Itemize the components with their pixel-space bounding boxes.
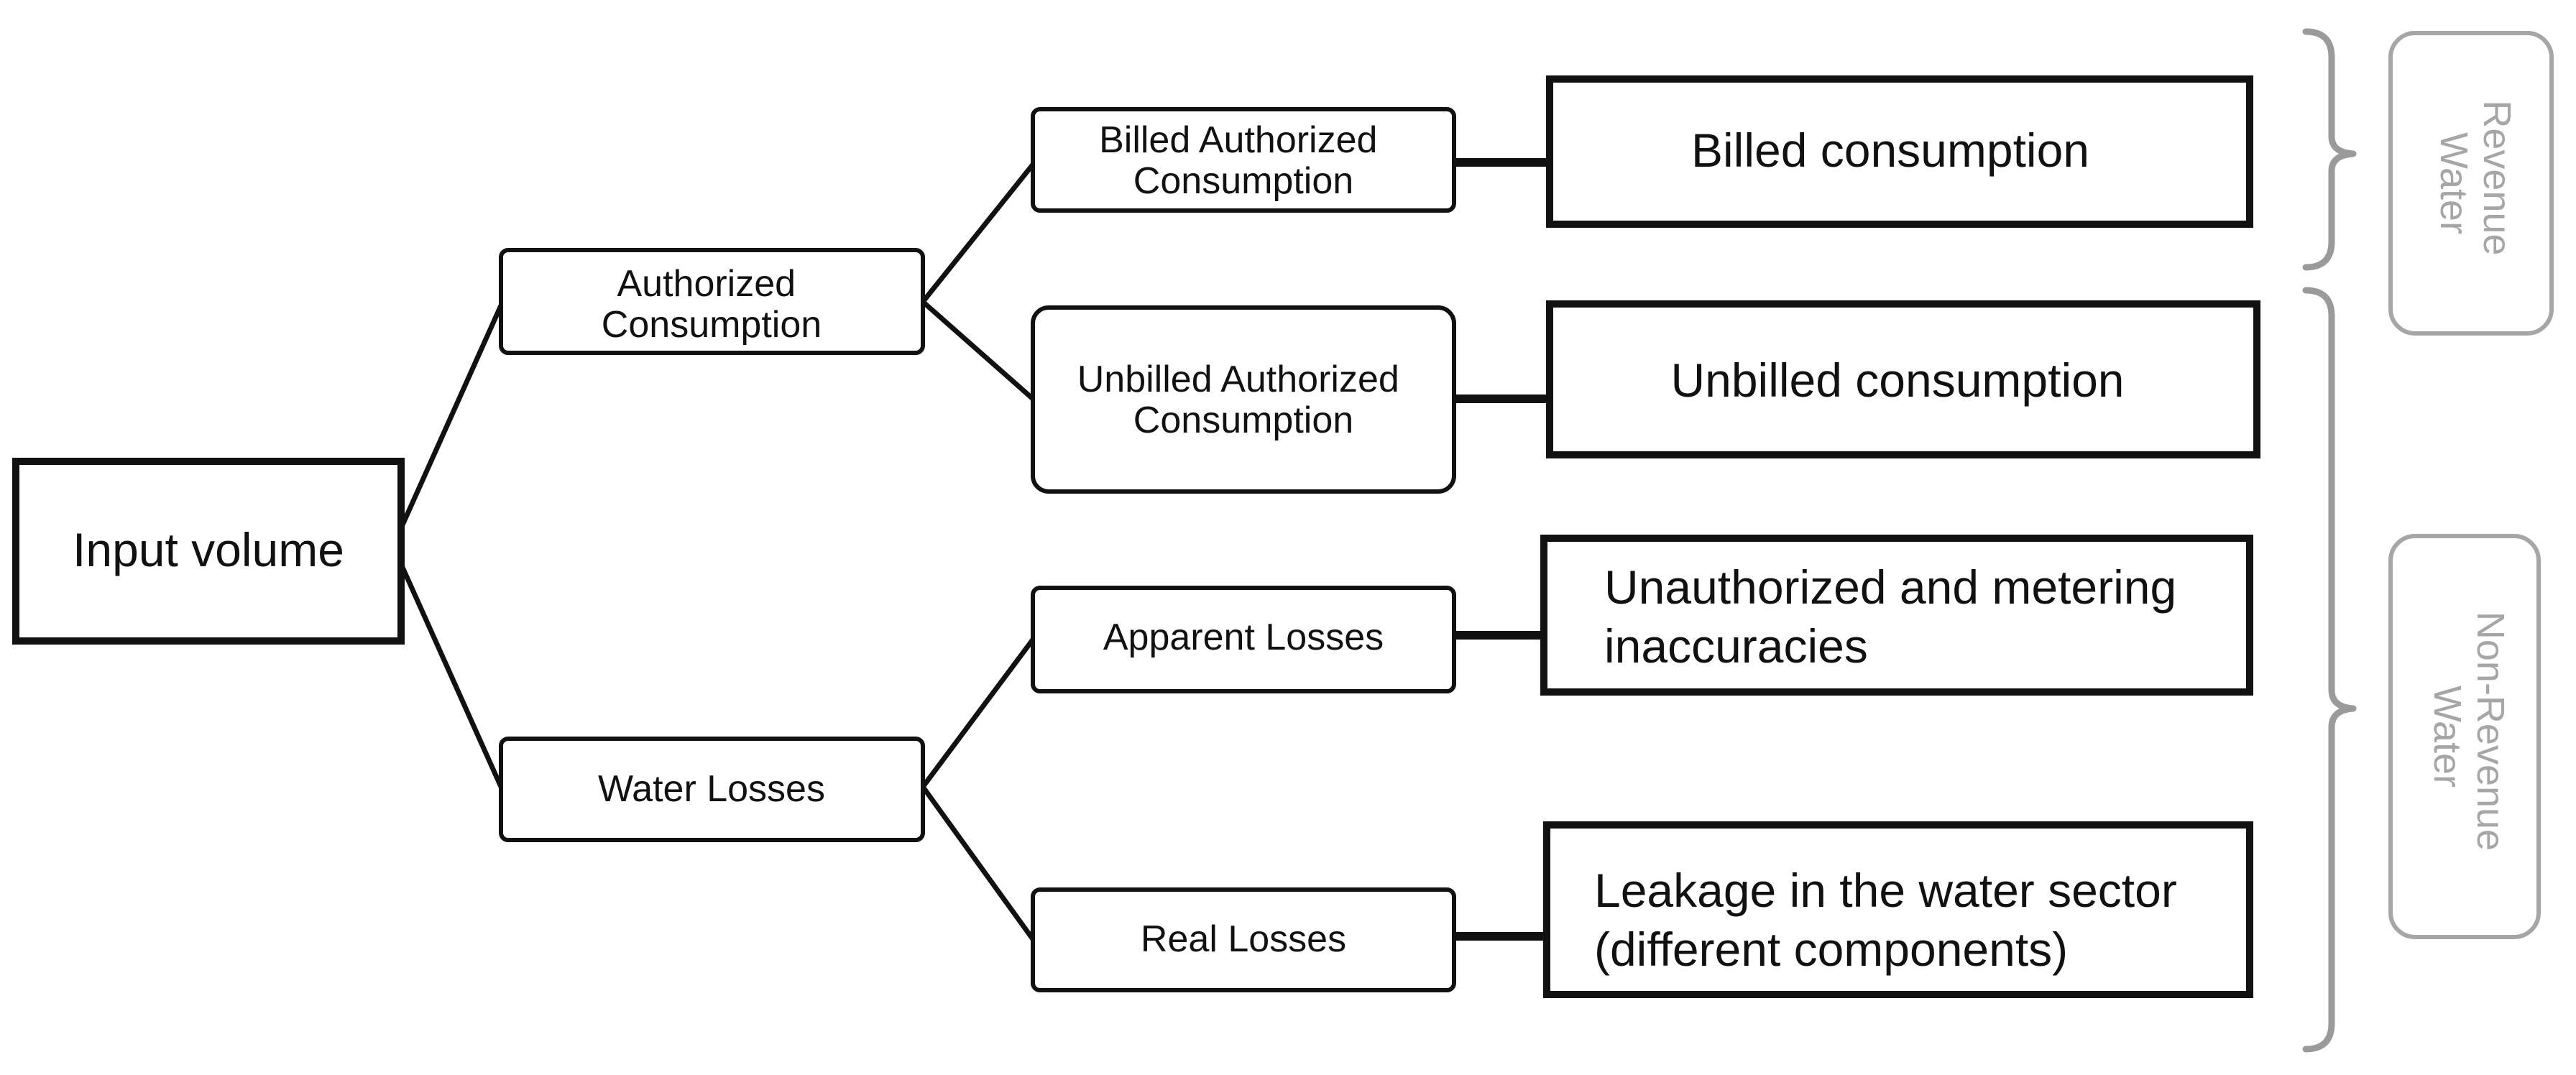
node-billed-authorized-consumption: Billed Authorized Consumption	[1031, 107, 1456, 213]
node-unauthorized-metering: Unauthorized and metering inaccuracies	[1540, 535, 2253, 696]
billed-authorized-label: Billed Authorized Consumption	[1099, 119, 1388, 202]
revenue-water-line-2: Water	[2432, 132, 2475, 234]
billed-consumption-label: Billed consumption	[1691, 124, 2089, 177]
non-revenue-water-line-2: Water	[2426, 686, 2469, 788]
authorized-consumption-label: Authorized Consumption	[602, 263, 822, 346]
non-revenue-water-label: Non-Revenue Water	[2426, 612, 2512, 862]
unbilled-authorized-label: Unbilled Authorized Consumption	[1077, 359, 1410, 441]
input-volume-label: Input volume	[73, 523, 344, 576]
connector-input-authorized	[398, 304, 504, 530]
connector-authorized-billed	[921, 162, 1035, 304]
non-revenue-water-line-1: Non-Revenue	[2469, 612, 2512, 851]
brackets	[2302, 28, 2357, 1053]
connector-losses-real	[921, 785, 1035, 941]
revenue-water-bracket	[2302, 28, 2357, 271]
connector-losses-apparent	[921, 637, 1035, 789]
unauthorized-metering-label: Unauthorized and metering inaccuracies	[1604, 560, 2190, 673]
node-apparent-losses: Apparent Losses	[1031, 586, 1456, 693]
unauthorized-metering-line-1: Unauthorized and metering	[1604, 560, 2176, 614]
revenue-water-label: Revenue Water	[2432, 100, 2518, 266]
authorized-consumption-line-1: Authorized	[617, 263, 796, 305]
non-revenue-water-label-box: Non-Revenue Water	[2388, 534, 2541, 939]
revenue-water-label-box: Revenue Water	[2388, 31, 2554, 336]
node-unbilled-consumption: Unbilled consumption	[1546, 300, 2260, 458]
node-input-volume: Input volume	[12, 458, 405, 645]
unbilled-authorized-line-2: Consumption	[1133, 400, 1353, 441]
unauthorized-metering-line-2: inaccuracies	[1604, 619, 1868, 673]
leakage-label: Leakage in the water sector (different c…	[1594, 864, 2190, 976]
billed-authorized-line-1: Billed Authorized	[1099, 119, 1377, 161]
node-authorized-consumption: Authorized Consumption	[499, 248, 925, 355]
revenue-water-line-1: Revenue	[2475, 100, 2518, 255]
unbilled-authorized-line-1: Unbilled Authorized	[1077, 359, 1399, 400]
connectors	[398, 158, 1550, 941]
water-losses-label: Water Losses	[598, 768, 825, 810]
node-leakage: Leakage in the water sector (different c…	[1543, 821, 2253, 998]
connector-input-losses	[398, 563, 504, 788]
leakage-line-1: Leakage in the water sector	[1594, 864, 2177, 917]
billed-authorized-line-2: Consumption	[1133, 160, 1353, 202]
non-revenue-water-bracket	[2302, 287, 2357, 1053]
node-billed-consumption: Billed consumption	[1546, 75, 2253, 228]
connector-authorized-unbilled	[921, 300, 1035, 401]
apparent-losses-label: Apparent Losses	[1103, 617, 1384, 658]
unbilled-consumption-label: Unbilled consumption	[1670, 354, 2124, 407]
leakage-line-2: (different components)	[1594, 923, 2068, 976]
node-real-losses: Real Losses	[1031, 887, 1456, 992]
real-losses-label: Real Losses	[1141, 918, 1346, 960]
authorized-consumption-line-2: Consumption	[602, 304, 822, 346]
node-water-losses: Water Losses	[499, 737, 925, 842]
node-unbilled-authorized-consumption: Unbilled Authorized Consumption	[1031, 305, 1456, 494]
